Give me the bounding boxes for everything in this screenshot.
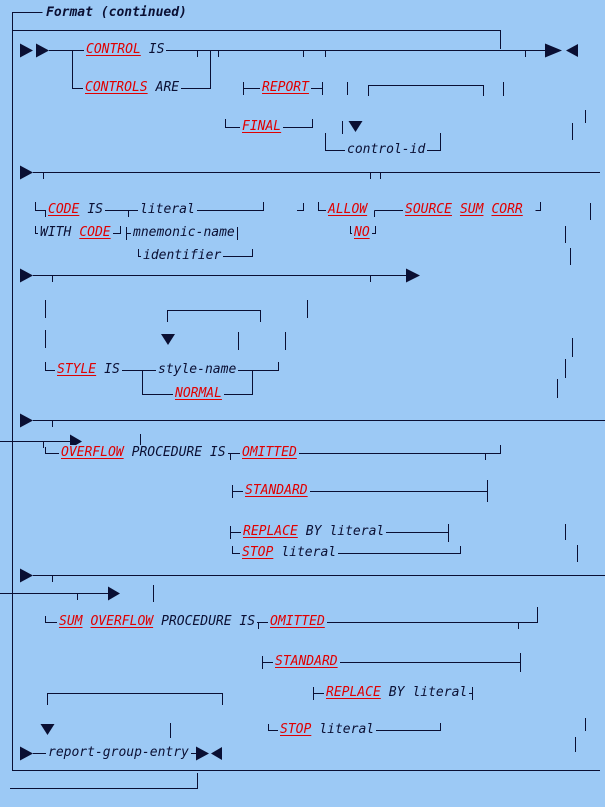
page-title: Format (continued) [44,5,189,21]
keyword-sum: SUM [459,202,484,217]
keyword-corr: CORR [491,202,523,217]
continue-arrow-icon [20,413,33,428]
report-group-entry-operand: report-group-entry [46,745,191,761]
sum-overflow-procedure-phrase: SUM OVERFLOW PROCEDURE IS [57,614,258,630]
controls-are-phrase: CONTROLS ARE [83,80,182,96]
report-option: REPORT [260,80,311,96]
keyword-style: STYLE [57,362,97,377]
word-are: ARE [155,80,180,95]
stop-literal-phrase: STOP literal [278,722,377,738]
word-by: BY [388,685,405,700]
word-is: IS [104,362,120,377]
end-arrow-icon [545,43,562,58]
keyword-final: FINAL [242,119,282,134]
word-literal: literal [412,685,468,700]
word-report-group-entry: report-group-entry [48,745,189,760]
continue-arrow-icon [20,165,33,180]
loop-down-arrow-icon [40,724,55,735]
identifier-operand: identifier [141,248,224,264]
word-mnemonic-name: mnemonic-name [133,225,235,240]
keyword-code: CODE [79,225,111,240]
wrap-arrow-icon [108,586,120,601]
word-with: WITH [40,225,72,240]
keyword-overflow: OVERFLOW [90,614,154,629]
keyword-code: CODE [48,202,80,217]
keyword-source: SOURCE [405,202,452,217]
word-is: IS [148,42,165,57]
continue-arrow-icon [20,268,33,283]
loop-down-arrow-icon [161,334,175,345]
word-literal: literal [140,202,195,217]
continue-arrow-icon [20,568,33,583]
start-arrow-icon [20,43,33,58]
control-is-phrase: CONTROL IS [84,42,167,58]
keyword-omitted: OMITTED [242,445,297,460]
code-is-phrase: CODE IS [46,202,105,218]
replace-by-literal-phrase: REPLACE BY literal [241,524,387,540]
word-procedure-is: PROCEDURE IS [161,614,256,629]
loop-down-arrow-icon [348,121,363,132]
continue-arrow-icon [20,746,33,761]
keyword-normal: NORMAL [175,386,222,401]
keyword-control: CONTROL [86,42,141,57]
word-identifier: identifier [143,248,222,263]
word-is: IS [87,202,103,217]
normal-option: NORMAL [173,386,224,402]
keyword-omitted: OMITTED [270,614,325,629]
end-arrow-icon [566,44,578,57]
keyword-replace: REPLACE [326,685,381,700]
no-option: NO [352,225,372,241]
format-title-text: Format (continued) [46,5,187,20]
keyword-standard: STANDARD [245,483,308,498]
mid-arrow-icon [406,268,420,283]
literal-operand: literal [138,202,197,218]
rail-overflow [0,413,605,562]
final-option: FINAL [240,119,284,135]
mnemonic-name-operand: mnemonic-name [131,225,237,241]
rail-style [20,268,573,398]
keyword-stop: STOP [242,545,274,560]
replace-by-literal-phrase: REPLACE BY literal [324,685,470,701]
end-arrow-icon [211,747,222,760]
style-name-operand: style-name [156,362,239,378]
omitted-option: OMITTED [240,445,299,461]
word-style-name: style-name [158,362,237,377]
word-literal: literal [281,545,337,560]
omitted-option: OMITTED [268,614,327,630]
word-procedure-is: PROCEDURE IS [131,445,226,460]
allow-option: ALLOW [326,202,370,218]
end-arrow-icon [196,746,209,761]
keyword-controls: CONTROLS [85,80,148,95]
keyword-overflow: OVERFLOW [61,445,124,460]
standard-option: STANDARD [273,654,340,670]
keyword-standard: STANDARD [275,654,338,669]
style-is-phrase: STYLE IS [55,362,122,378]
word-by: BY [305,524,322,539]
word-literal: literal [329,524,385,539]
standard-option: STANDARD [243,483,310,499]
keyword-no: NO [354,225,370,240]
stop-literal-phrase: STOP literal [240,545,339,561]
start-arrow-icon [36,43,49,58]
overflow-procedure-phrase: OVERFLOW PROCEDURE IS [59,445,228,461]
frame-border [10,12,600,789]
keyword-stop: STOP [280,722,312,737]
control-id-operand: control-id [345,142,428,158]
word-literal: literal [319,722,375,737]
keyword-sum: SUM [59,614,83,629]
keyword-replace: REPLACE [243,524,298,539]
keyword-report: REPORT [262,80,309,95]
word-control-id: control-id [347,142,426,157]
with-code-phrase: WITH CODE [38,225,113,241]
source-sum-corr-phrase: SOURCE SUM CORR [403,202,525,218]
rail-control [20,43,586,151]
keyword-allow: ALLOW [328,202,368,217]
